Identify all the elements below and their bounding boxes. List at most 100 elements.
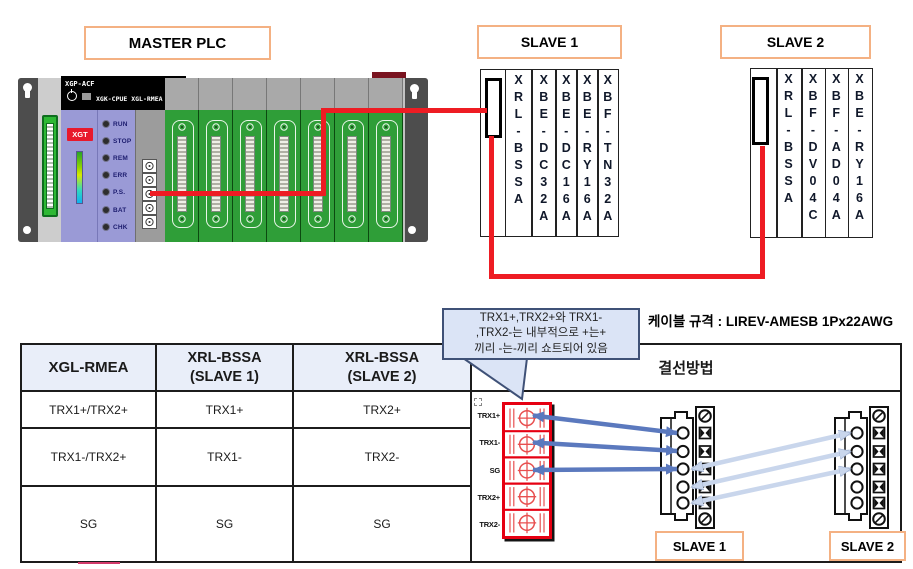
module-top bbox=[165, 78, 199, 110]
terminal-label: TRX1+ bbox=[477, 411, 500, 420]
module-connector-pins bbox=[211, 136, 221, 212]
divider bbox=[504, 70, 506, 236]
led-row: RUN bbox=[102, 120, 128, 128]
connector-screw-icon bbox=[178, 123, 186, 131]
table-cell: TRX1-/TRX2+ bbox=[50, 450, 127, 464]
port-icon bbox=[145, 161, 154, 171]
mount-keyhole-icon bbox=[410, 84, 419, 93]
master-terminal-block bbox=[502, 402, 552, 539]
wiring-slave2-label: SLAVE 2 bbox=[829, 531, 906, 561]
io-module bbox=[233, 78, 267, 242]
connector-screw-icon bbox=[382, 215, 390, 223]
io-module bbox=[335, 78, 369, 242]
io-module bbox=[267, 78, 301, 242]
selection-marker bbox=[474, 398, 482, 406]
module-connector-pins bbox=[381, 136, 391, 212]
module-name-column: XBE-RY16A bbox=[849, 72, 870, 234]
io-module bbox=[369, 78, 403, 242]
led-indicator bbox=[102, 137, 110, 145]
led-indicator bbox=[102, 120, 110, 128]
module-name-column: XBE-RY16A bbox=[578, 73, 598, 233]
cable-slave2-v bbox=[760, 146, 765, 279]
connector-screw-icon bbox=[246, 123, 254, 131]
module-name: XBE-RY16A bbox=[852, 72, 867, 225]
led-indicator bbox=[102, 223, 110, 231]
mount-hole-icon bbox=[23, 226, 31, 234]
header-line: (SLAVE 1) bbox=[189, 368, 260, 385]
led-row: ERR bbox=[102, 171, 127, 179]
terminal-block-screws bbox=[505, 407, 549, 534]
led-indicator bbox=[102, 206, 110, 214]
callout-line: ,TRX2-는 내부적으로 +는+ bbox=[475, 327, 607, 340]
led-row: REM bbox=[102, 154, 128, 162]
divider bbox=[801, 69, 803, 237]
terminal-label: TRX2- bbox=[479, 520, 500, 529]
module-name: XBE-DC32A bbox=[536, 73, 551, 226]
table-line bbox=[20, 343, 22, 563]
divider bbox=[555, 70, 557, 236]
table-cell: TRX1+ bbox=[205, 402, 244, 417]
table-line bbox=[20, 561, 902, 563]
module-body bbox=[301, 110, 335, 242]
module-connector-pins bbox=[347, 136, 357, 212]
led-label: CHK bbox=[113, 223, 128, 231]
connector-screw-icon bbox=[280, 215, 288, 223]
led-row: CHK bbox=[102, 223, 128, 231]
module-connector-outline bbox=[308, 120, 330, 228]
module-name-column: XBF-TN32A bbox=[599, 73, 618, 233]
module-top bbox=[369, 78, 403, 110]
module-connector-pins bbox=[177, 136, 187, 212]
terminal-label: TRX2+ bbox=[477, 493, 500, 502]
port-pin bbox=[142, 215, 157, 229]
io-module bbox=[199, 78, 233, 242]
table-cell: SG bbox=[79, 517, 98, 531]
module-name: XRL-BSSA bbox=[781, 72, 796, 208]
cable-master-h2 bbox=[321, 108, 487, 113]
base-connector-pins bbox=[46, 123, 54, 209]
terminal-label: SG bbox=[489, 466, 501, 475]
callout-tail bbox=[462, 357, 528, 401]
module-connector-pins bbox=[245, 136, 255, 212]
table-cell: SG bbox=[373, 517, 391, 531]
mount-keyhole-stem bbox=[412, 91, 417, 99]
module-body bbox=[199, 110, 233, 242]
table-line bbox=[470, 343, 472, 563]
connector-screw-icon bbox=[348, 215, 356, 223]
port-icon bbox=[145, 203, 154, 213]
led-label: P.S. bbox=[113, 188, 126, 196]
cpu-model-text: XGK-CPUE XGL-RMEA bbox=[96, 95, 163, 103]
slave1-module-box: XRL-BSSA XBE-DC32A XBE-DC16A XBE-RY16A X… bbox=[480, 69, 619, 237]
led-label: REM bbox=[113, 154, 129, 162]
cpu-led-module: RUN STOP REM ERR P.S. BAT CHK bbox=[98, 110, 135, 242]
port-icon bbox=[145, 217, 154, 227]
module-name: XBF-DV04C bbox=[806, 72, 820, 225]
rack-right-endplate bbox=[405, 78, 428, 242]
module-name: XBE-RY16A bbox=[580, 73, 595, 226]
slave1-label: SLAVE 1 bbox=[477, 25, 622, 59]
divider bbox=[847, 69, 849, 237]
module-connector-outline bbox=[172, 120, 194, 228]
led-indicator bbox=[102, 171, 110, 179]
rack-left-endplate bbox=[18, 78, 38, 242]
header-line: (SLAVE 2) bbox=[347, 368, 417, 385]
table-cell: TRX1- bbox=[207, 450, 242, 464]
module-name: XRL-BSSA bbox=[511, 73, 526, 209]
led-label: BAT bbox=[113, 206, 127, 214]
module-top bbox=[301, 78, 335, 110]
divider bbox=[531, 70, 533, 236]
cable-slaves-h bbox=[489, 274, 765, 279]
led-label: RUN bbox=[113, 120, 128, 128]
table-line bbox=[20, 427, 472, 429]
table-header-xrl-bssa-slave2: XRL-BSSA (SLAVE 2) bbox=[294, 345, 470, 390]
slave1-terminal-connector bbox=[660, 406, 715, 529]
port-pin bbox=[142, 201, 157, 215]
table-line bbox=[900, 343, 902, 563]
module-connector-outline bbox=[274, 120, 296, 228]
psu-switch bbox=[82, 93, 91, 100]
io-module bbox=[165, 78, 199, 242]
wiring-slave1-label: SLAVE 1 bbox=[655, 531, 744, 561]
module-connector-outline bbox=[342, 120, 364, 228]
connector-screw-icon bbox=[212, 215, 220, 223]
table-line bbox=[20, 485, 472, 487]
